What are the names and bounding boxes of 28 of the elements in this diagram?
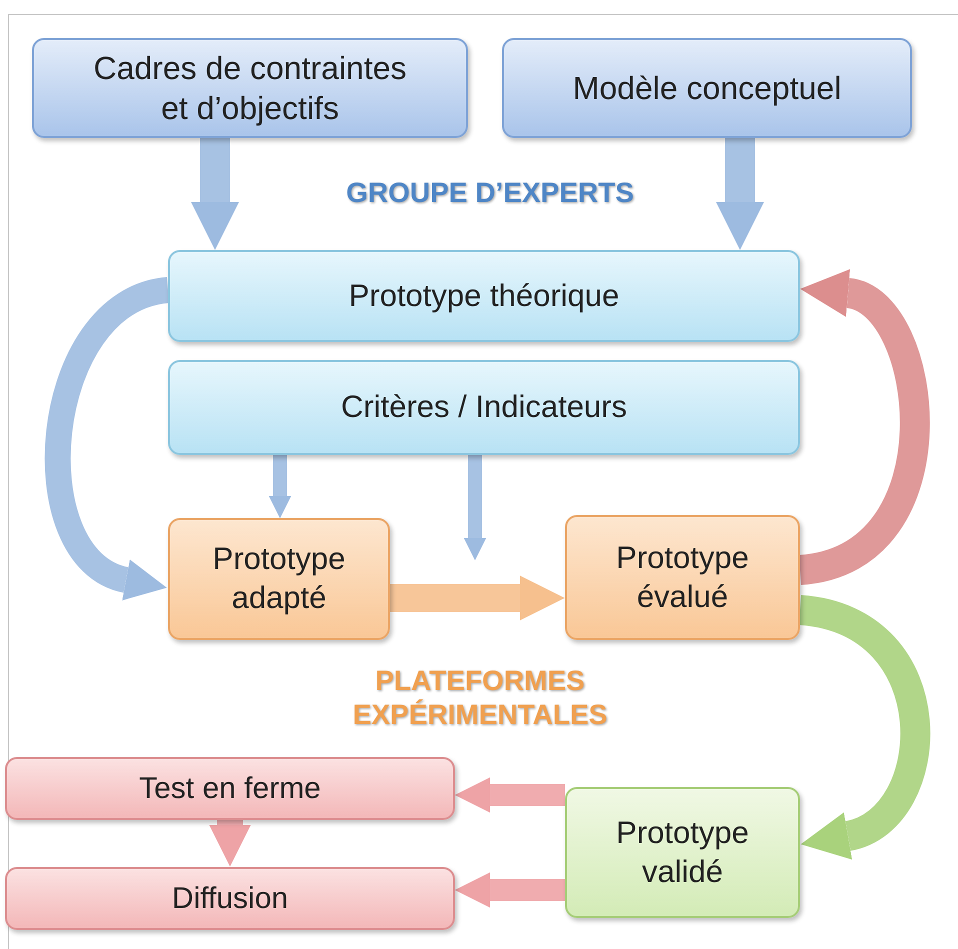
box-label: Prototype validé: [615, 814, 750, 890]
box-label: Cadres de contraintes et d’objectifs: [92, 49, 408, 128]
block-arrow: [454, 777, 565, 813]
process-box: [5, 867, 455, 930]
block-arrow: [191, 138, 239, 250]
box-label: Prototype évalué: [615, 538, 750, 616]
process-box: [168, 360, 800, 455]
box-label: Test en ferme: [139, 770, 321, 807]
block-arrow: [390, 576, 565, 620]
box-label: Prototype adapté: [212, 540, 346, 617]
process-box: [168, 250, 800, 342]
process-box: [565, 515, 800, 640]
process-box: [565, 787, 800, 918]
block-arrow: [454, 872, 565, 908]
process-box: [5, 757, 455, 820]
box-label: Prototype théorique: [348, 276, 620, 315]
block-arrow: [268, 455, 292, 518]
box-label: Diffusion: [172, 880, 288, 917]
block-arrow: [209, 820, 251, 867]
block-arrow: [464, 455, 486, 560]
group-heading: PLATEFORMES EXPÉRIMENTALES: [352, 664, 608, 732]
box-label: Modèle conceptuel: [572, 69, 842, 108]
box-label: Critères / Indicateurs: [341, 388, 627, 426]
block-arrow: [716, 138, 764, 250]
group-heading: GROUPE D’EXPERTS: [345, 176, 635, 210]
process-box: [502, 38, 912, 138]
process-box: [32, 38, 468, 138]
process-box: [168, 518, 390, 640]
